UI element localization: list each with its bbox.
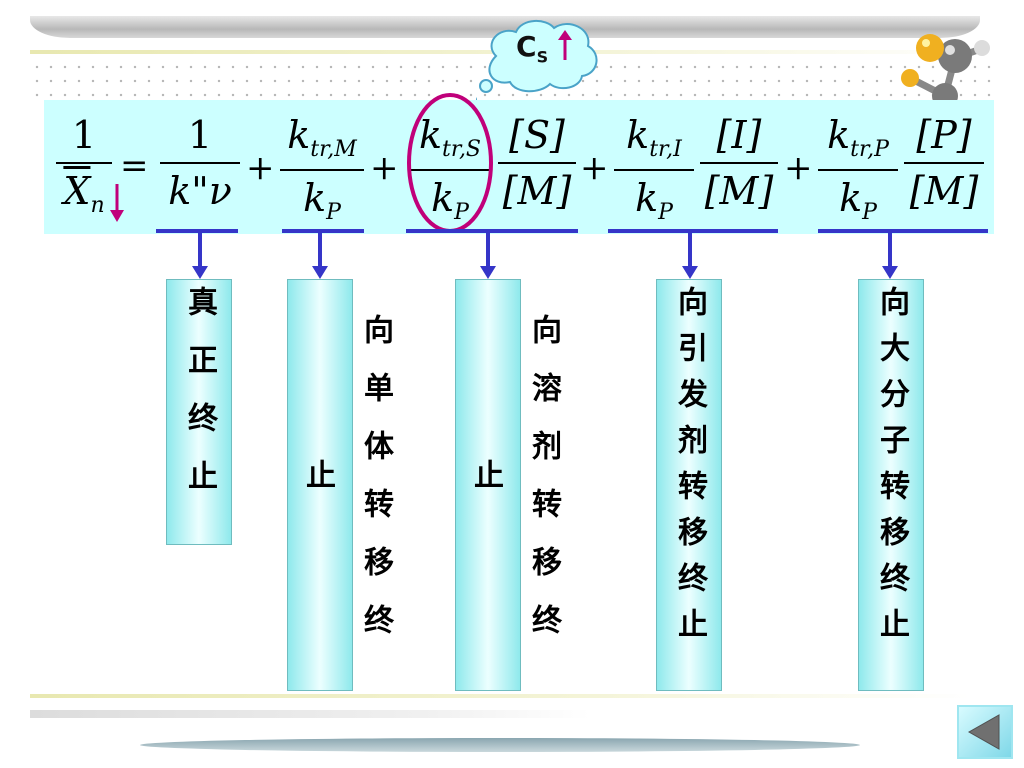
term2-num-var: k [287, 113, 311, 157]
lhs-numerator: 1 [71, 113, 97, 157]
bottom-swoosh [140, 738, 860, 752]
cs-base: C [516, 30, 537, 63]
term2-num-sub: tr,M [310, 137, 357, 162]
term1-arrow-head [192, 266, 208, 279]
lhs-fraction: 1 Xn [56, 112, 112, 221]
term4-underline [608, 229, 778, 233]
term2-den-sub: P [326, 200, 341, 225]
term4-arrow-line [688, 233, 692, 269]
plus-sign-2: + [370, 148, 399, 188]
term3-ratio-den: [M] [502, 169, 572, 213]
term1-denominator: k"ν [168, 169, 232, 213]
term2-fraction: ktr,M kP [280, 112, 364, 228]
highlight-ellipse [407, 93, 493, 233]
label-solvent-transfer: 向溶剂转移终止 [455, 279, 561, 691]
term5-arrow-head [882, 266, 898, 279]
previous-slide-button[interactable] [957, 705, 1013, 759]
plus-sign-4: + [784, 148, 813, 188]
term4-den-var: k [635, 176, 659, 220]
down-arrow-icon [110, 184, 124, 222]
plus-sign-1: + [246, 148, 275, 188]
left-triangle-icon [967, 714, 1000, 750]
term5-ratio-den: [M] [909, 169, 979, 213]
term4-num-var: k [626, 113, 650, 157]
term5-num-sub: tr,P [850, 137, 889, 162]
term4-ratio: [I] [M] [700, 112, 778, 214]
term3-ratio: [S] [M] [498, 112, 576, 214]
term4-num-sub: tr,I [649, 137, 682, 162]
term5-ratio-num: [P] [916, 113, 972, 157]
lhs-denominator-var: X [63, 169, 91, 213]
term2-den-var: k [303, 176, 327, 220]
bottom-decorative-band [30, 710, 590, 718]
term5-den-sub: P [862, 200, 877, 225]
up-arrow-icon [557, 30, 572, 60]
term1-underline [156, 229, 238, 233]
cs-sub: S [536, 47, 549, 67]
term1-fraction: 1 k"ν [160, 112, 240, 214]
label-true-termination: 真正终止 [166, 279, 232, 545]
label-polymer-transfer: 向大分子转移终止 [858, 279, 924, 691]
plus-sign-3: + [580, 148, 609, 188]
term2-arrow-head [312, 266, 328, 279]
label-monomer-transfer: 向单体转移终止 [287, 279, 393, 691]
term5-underline [818, 229, 988, 233]
equals-sign: = [120, 146, 149, 186]
term4-den-sub: P [658, 200, 673, 225]
term3-den-sub: P [454, 200, 469, 225]
term3-fraction: ktr,S kP [410, 112, 490, 228]
top-decorative-band [30, 16, 980, 38]
term5-arrow-line [888, 233, 892, 269]
term3-arrow-head [480, 266, 496, 279]
term3-num-var: k [418, 113, 442, 157]
term4-ratio-num: [I] [716, 113, 762, 157]
term3-num-sub: tr,S [442, 137, 482, 162]
bottom-decorative-line [30, 694, 970, 698]
lhs-denominator-sub: n [90, 193, 105, 218]
term3-den-var: k [431, 176, 455, 220]
term3-ratio-num: [S] [509, 113, 565, 157]
term2-arrow-line [318, 233, 322, 269]
term1-numerator: 1 [187, 113, 213, 157]
term5-num-var: k [827, 113, 851, 157]
term4-fraction: ktr,I kP [614, 112, 694, 228]
term4-arrow-head [682, 266, 698, 279]
term5-ratio: [P] [M] [904, 112, 984, 214]
label-initiator-transfer: 向引发剂转移终止 [656, 279, 722, 691]
term2-underline [282, 229, 364, 233]
term3-arrow-line [486, 233, 490, 269]
term4-ratio-den: [M] [704, 169, 774, 213]
cs-label: CS [516, 30, 572, 67]
term3-underline [406, 229, 578, 233]
term5-fraction: ktr,P kP [818, 112, 898, 228]
equation-panel [44, 100, 994, 234]
term5-den-var: k [839, 176, 863, 220]
term1-arrow-line [198, 233, 202, 269]
